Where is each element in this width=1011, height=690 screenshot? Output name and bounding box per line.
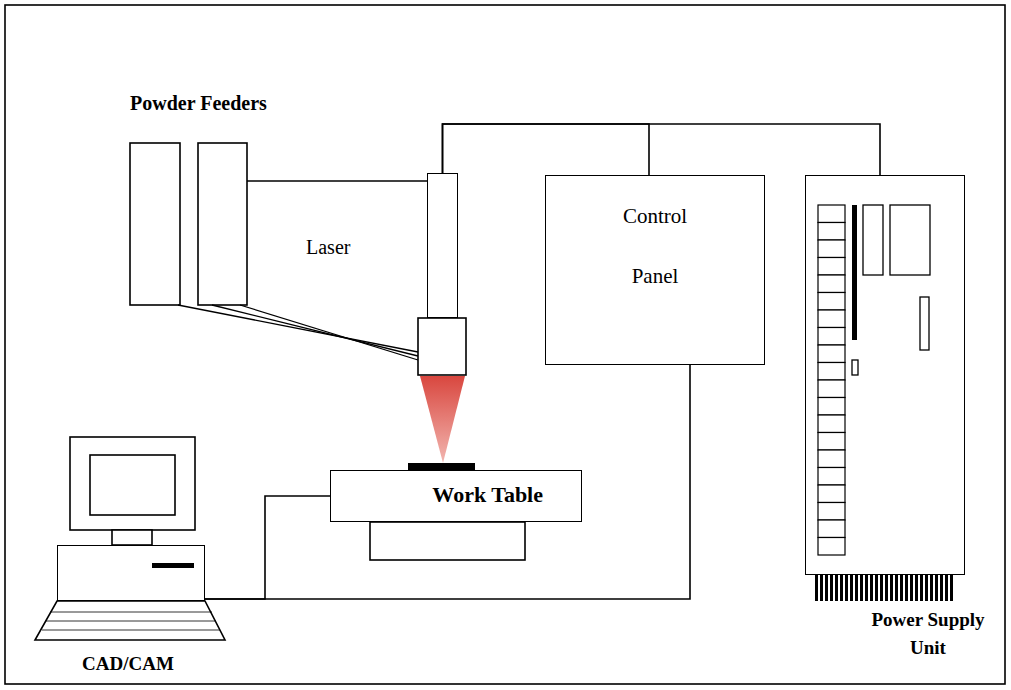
work-table-box: Work Table [330,470,582,522]
switch [818,380,845,398]
keyboard-keys [42,612,220,630]
part-label: Powder Feeders [130,92,267,115]
switch [818,275,845,293]
switch [818,345,845,363]
powder-feeder [130,143,180,305]
wire [205,496,330,599]
switch [818,205,845,223]
indicator [852,360,858,375]
wire [443,124,650,175]
switch-column [818,205,845,555]
control-panel-box: Control Panel [545,175,765,365]
powder-feeder [198,143,247,305]
panel-module [863,205,883,275]
key-row [50,612,212,613]
laser-beam [420,376,465,463]
switch [818,223,845,241]
switch [818,240,845,258]
powder-line [212,305,418,356]
powder-line [178,305,418,352]
feeder-wire [247,180,427,182]
workpiece [408,463,475,470]
cabinet-vent [815,575,955,601]
switch [818,293,845,311]
wire [205,365,690,599]
switch [818,398,845,416]
power-supply-cabinet: Power Supply Unit [805,175,965,575]
screen [90,455,175,515]
switch [818,503,845,521]
meter-bar [852,205,857,340]
keyboard [35,601,225,640]
laser-column: Laser [427,173,458,318]
node-label: Work Table [331,471,581,508]
table-base [370,522,525,560]
monitor-stand [112,530,152,545]
switch [818,485,845,503]
powder-line [240,305,418,360]
switch [818,468,845,486]
switch [818,310,845,328]
computer-unit: CAD/CAM [57,545,205,601]
node-label: Laser [306,236,386,259]
key-row [46,621,216,622]
switch [818,450,845,468]
laser-nozzle [418,318,466,375]
drive-slot [152,563,194,568]
frame [5,5,1005,684]
panel-module [890,205,930,275]
switch [818,258,845,276]
node-label: CAD/CAM [48,653,208,675]
node-label: Power Supply Unit [858,606,998,662]
wire [443,124,881,175]
monitor [70,437,195,530]
node-label: Control Panel [605,176,705,306]
switch [818,538,845,556]
switch [818,433,845,451]
panel-slot [920,297,929,350]
switch [818,520,845,538]
key-row [42,630,220,631]
switch [818,328,845,346]
switch [818,415,845,433]
switch [818,363,845,381]
